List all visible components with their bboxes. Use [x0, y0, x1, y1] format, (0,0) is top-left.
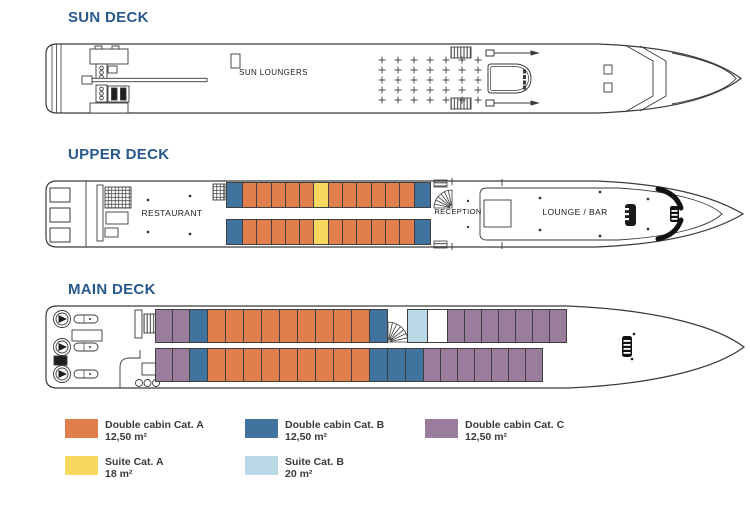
bow-seating-icon: [655, 186, 684, 242]
sun-deck-hull: [45, 43, 743, 114]
sun-loungers-label: SUN LOUNGERS: [239, 68, 308, 77]
engine-room-equipment: [53, 309, 160, 388]
thruster-icon: [53, 310, 71, 328]
legend-label: Double cabin Cat. B: [285, 419, 385, 431]
stairs-icon: [450, 46, 472, 59]
bow-inner-line: [671, 52, 737, 105]
main-deck-title: MAIN DECK: [68, 281, 156, 298]
stern-window: [49, 187, 71, 203]
legend-size: 18 m²: [105, 467, 133, 480]
stairs-icon: [433, 240, 448, 249]
mast-icon: [485, 49, 540, 57]
legend-label: Suite Cat. B: [285, 456, 344, 468]
sun-deck-drawing: [45, 43, 743, 114]
spiral-staircase-icon: [433, 189, 453, 209]
bar-icon: [624, 204, 636, 226]
legend-label: Suite Cat. A: [105, 456, 164, 468]
frame-ticks: [451, 178, 503, 250]
legend-size: 12,50 m²: [285, 430, 328, 443]
elevator: [483, 199, 512, 228]
stern-deck-lines: [51, 44, 62, 113]
stairs-icon: [212, 183, 226, 201]
upper-deck-drawing: [45, 178, 745, 250]
lounge-inner-outline: [479, 187, 723, 241]
main-deck-drawing: [45, 305, 745, 389]
upper-deck-title: UPPER DECK: [68, 146, 170, 163]
restaurant-table-dots: [146, 194, 192, 236]
sun-loungers-grid: [378, 56, 482, 104]
legend-swatch-double-cabin-cat-a: [65, 419, 98, 438]
thruster-icon: [53, 365, 71, 383]
stern-window: [49, 207, 71, 223]
galley-equipment: [96, 184, 132, 242]
thruster-icon: [53, 338, 71, 356]
lounge-table-dots: [466, 190, 650, 238]
lounge-bar-label: LOUNGE / BAR: [542, 207, 608, 217]
bow-stairs-icon: [622, 332, 636, 361]
deck-break-lines: [624, 44, 667, 113]
legend-size: 12,50 m²: [105, 430, 148, 443]
mast-icon: [485, 99, 540, 107]
legend-swatch-suite-cat-a: [65, 456, 98, 475]
legend-swatch-double-cabin-cat-b: [245, 419, 278, 438]
sun-deck-title: SUN DECK: [68, 9, 149, 26]
legend-label: Double cabin Cat. A: [105, 419, 204, 431]
stern-window: [49, 227, 71, 243]
sun-loungers-icon: [230, 53, 241, 69]
wheelhouse: [487, 63, 532, 94]
stairs-icon: [433, 179, 448, 188]
legend-swatch-double-cabin-cat-c: [425, 419, 458, 438]
sun-deck-equipment: [81, 45, 208, 114]
restaurant-label: RESTAURANT: [141, 208, 203, 218]
legend-size: 12,50 m²: [465, 430, 508, 443]
legend-size: 20 m²: [285, 467, 313, 480]
reception-label: RECEPTION: [434, 207, 482, 216]
legend-swatch-suite-cat-b: [245, 456, 278, 475]
legend-label: Double cabin Cat. C: [465, 419, 565, 431]
stairs-icon: [450, 97, 472, 110]
bow-hatch-icon: [603, 64, 613, 75]
bow-hatch-icon: [603, 82, 613, 93]
engine-room-wall: [119, 350, 141, 388]
